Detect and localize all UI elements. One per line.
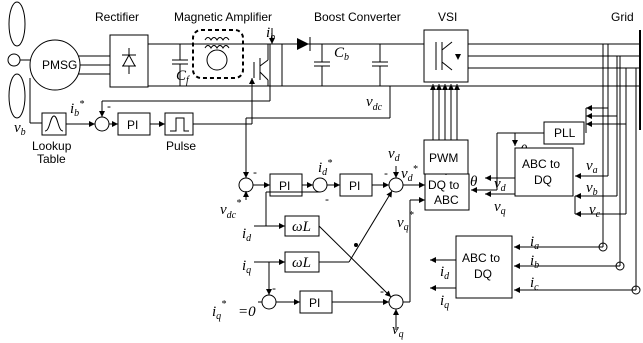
pi-label: PI: [127, 118, 138, 132]
vdc-ref-label: vdc*: [220, 198, 241, 221]
abc-to-dq-label-1: ABC to: [462, 251, 500, 265]
wl-label: ωL: [292, 219, 311, 235]
sum-junction-vdc: [238, 177, 254, 193]
ib-ref-label: ib*: [70, 99, 84, 119]
rectifier-title: Rectifier: [95, 10, 139, 24]
lookup-label-2: Table: [37, 152, 66, 166]
pmsg-generator: PMSG: [29, 39, 81, 91]
wind-turbine-icon: [7, 1, 30, 119]
pulse-label: Pulse: [166, 139, 196, 153]
vsi-title: VSI: [438, 10, 457, 24]
iq-out-label: iq: [440, 293, 449, 311]
pulse-block: [164, 112, 194, 136]
abc-to-dq-label-2: DQ: [534, 173, 552, 187]
sum-junction-iq: [261, 294, 277, 310]
ic-label: ic: [530, 275, 539, 293]
id-ref-label: id*: [318, 158, 332, 178]
pi-label: PI: [309, 296, 320, 310]
minus-sign: -: [384, 166, 388, 180]
pll-label: PLL: [554, 126, 576, 140]
va-label: va: [586, 158, 598, 176]
wl-label: ωL: [292, 255, 311, 271]
abc-to-dq-block-current: [455, 235, 513, 299]
vd-label: vd: [388, 146, 401, 164]
lookup-table-block: [41, 112, 67, 136]
capacitor-cf: [172, 44, 188, 86]
vq-in-label: vq: [392, 322, 404, 340]
vq-ref-label: vq*: [397, 210, 414, 233]
magnetic-amplifier-block: [192, 29, 244, 79]
lookup-label-1: Lookup: [32, 139, 72, 153]
ia-label: ia: [530, 234, 539, 252]
vb-grid-label: vb: [586, 180, 598, 198]
pi-label: PI: [349, 179, 360, 193]
minus-sign: -: [272, 281, 276, 295]
iq-in-label: iq: [242, 258, 251, 276]
minus-sign: -: [253, 165, 257, 179]
vd-ref-label: vd*: [401, 164, 418, 184]
theta-label-1: θ: [470, 174, 478, 190]
zero-eq-label: =0: [238, 304, 256, 320]
ib-label: ib: [266, 25, 275, 43]
grid-current-taps: [514, 44, 641, 295]
dq-to-abc-block: [424, 173, 470, 211]
boost-switch: [253, 44, 269, 86]
sum-junction-ib: [94, 116, 110, 132]
minus-sign: -: [107, 99, 111, 113]
cf-label: Cf: [176, 68, 190, 86]
iq-ref-label: iq*: [212, 299, 226, 322]
boost-converter-title: Boost Converter: [314, 10, 401, 24]
vq-out-label: vq: [494, 199, 506, 217]
dq-to-abc-label-2: ABC: [434, 193, 459, 207]
sum-junction-vq: [388, 294, 404, 310]
sum-junction-id: [312, 177, 328, 193]
minus-sign: -: [380, 284, 384, 298]
grid-voltage-taps: [574, 44, 627, 217]
vd-out-label: vd: [494, 176, 507, 194]
boost-diode: [297, 37, 311, 51]
vb-label: vb: [14, 120, 26, 138]
magnetic-amplifier-title: Magnetic Amplifier: [174, 10, 272, 24]
abc-to-dq-label-2: DQ: [474, 267, 492, 281]
pwm-block: [423, 139, 469, 175]
vc-label: vc: [589, 202, 601, 220]
dq-to-abc-label-1: DQ to: [428, 178, 460, 192]
id-in-label: id: [242, 226, 252, 244]
pwm-gate-arrows: [430, 84, 460, 140]
abc-to-dq-block-voltage: [514, 147, 574, 197]
vsi-block: [423, 29, 469, 83]
capacitor-dc-link: [372, 44, 388, 86]
vdc-label: vdc: [366, 94, 383, 113]
grid-title: Grid: [611, 10, 634, 24]
minus-sign: -: [325, 192, 329, 206]
pi-label: PI: [279, 179, 290, 193]
rectifier-block: [109, 34, 149, 88]
pwm-label: PWM: [429, 151, 458, 165]
id-out-label: id: [440, 264, 450, 282]
pmsg-label: PMSG: [42, 58, 77, 72]
cb-label: Cb: [334, 45, 349, 63]
capacitor-cb: [314, 44, 330, 86]
ib-grid-label: ib: [530, 253, 539, 271]
abc-to-dq-label-1: ABC to: [522, 157, 560, 171]
